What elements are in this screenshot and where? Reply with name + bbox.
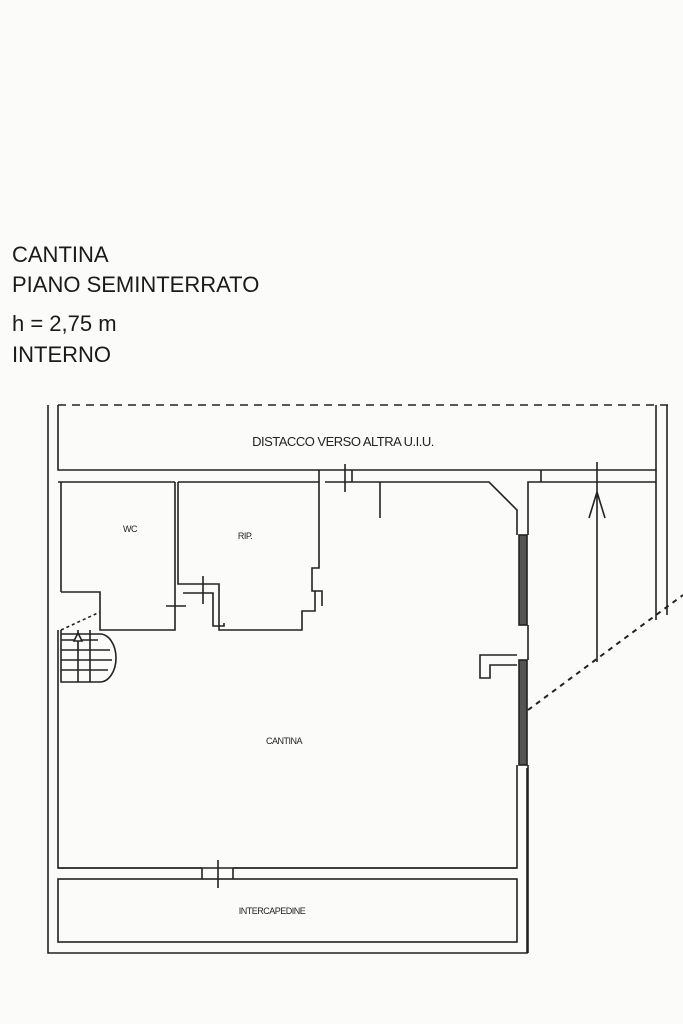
intercapedine-area [57, 878, 518, 943]
header-type: INTERNO [12, 342, 111, 367]
label-rip: RIP. [238, 531, 252, 541]
wall-stub [479, 654, 517, 679]
inner-wall-top [58, 481, 656, 535]
label-cantina: CANTINA [266, 736, 302, 746]
dashed-diagonal [527, 594, 683, 711]
staircase-icon [60, 611, 117, 683]
door-bottom [201, 860, 234, 888]
label-intercapedine: INTERCAPEDINE [239, 906, 306, 916]
window-1 [518, 534, 528, 626]
distacco-area [57, 405, 657, 471]
window-2 [518, 659, 528, 766]
label-distacco: DISTACCO VERSO ALTRA U.I.U. [252, 434, 434, 449]
header-floor: PIANO SEMINTERRATO [12, 272, 260, 297]
header-room: CANTINA [12, 242, 109, 267]
wc-room [60, 482, 176, 631]
header-height: h = 2,75 m [12, 311, 117, 336]
label-wc: WC [123, 524, 138, 534]
arrow-icon [588, 462, 606, 662]
outer-wall [47, 405, 528, 954]
